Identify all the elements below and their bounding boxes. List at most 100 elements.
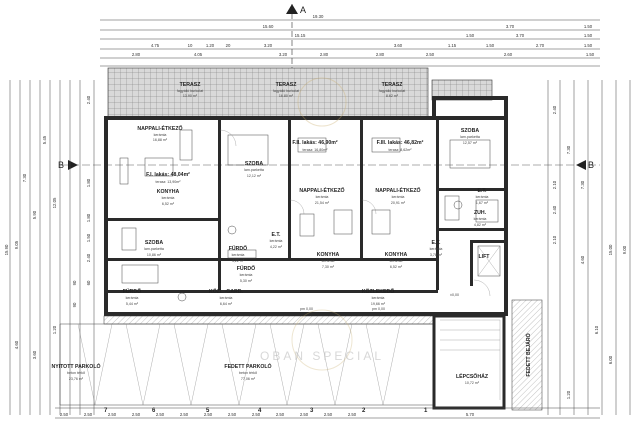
apartment-3-summary: F.III. lakás: 46,82m² terasz: 8,62m²: [377, 140, 424, 152]
dim-left-4: 2.40: [86, 253, 91, 262]
room-shower-3-name: ZUH.: [474, 210, 487, 216]
room-terrace-1: TERASZ fagyálló burkolat 13.90 m²: [177, 82, 203, 98]
room-bedroom-1-name: SZOBA: [245, 161, 263, 167]
room-bedroom-2-sub: lam.parketta: [144, 247, 164, 251]
terraces: [107, 67, 493, 119]
dim-bottom-5: 2.50: [180, 412, 189, 417]
room-bath-2-name: FÜRDŐ: [237, 265, 255, 272]
room-stairwell-area: 10,72 m²: [465, 381, 480, 385]
dim-right-10: 9.00: [622, 245, 627, 254]
apartment-1-name: F.I. lakás: 48,04m²: [146, 172, 190, 178]
dim-right-7: 6.10: [594, 325, 599, 334]
dim-bottom-13: 5.70: [466, 412, 475, 417]
dim-top-4-7: 1.50: [486, 43, 495, 48]
room-bedroom-2: SZOBA lam.parketta 10,86 m²: [144, 240, 164, 257]
room-bath-3-name: FÜRDŐ: [123, 288, 141, 295]
dim-top-overall: 19.30: [313, 14, 324, 19]
room-wc-2-name: E.T.: [272, 232, 281, 238]
dim-bottom-10: 2.50: [300, 412, 309, 417]
room-living-2-sub: kerámia: [316, 195, 329, 199]
room-living-2-name: NAPPALI-ÉTKEZŐ: [299, 186, 344, 194]
building-walls: [104, 96, 508, 316]
parking-area: [59, 299, 543, 411]
axis-marker-5: 5: [206, 408, 210, 414]
room-labels: TERASZ fagyálló burkolat 13.90 m² TERASZ…: [51, 82, 532, 385]
section-b-left-label: B: [58, 160, 64, 170]
dim-left-7: 90: [72, 302, 77, 307]
dim-top-5-7: 1.50: [586, 52, 595, 57]
dim-top-5-4: 2.80: [376, 52, 385, 57]
dim-top-5-0: 2.80: [132, 52, 141, 57]
section-marker-b: B B: [58, 160, 600, 170]
section-a-label: A: [300, 5, 306, 15]
room-kitchen-2: KONYHA kerámia 7,30 m²: [317, 252, 340, 269]
dim-top-3-3: 1.50: [584, 33, 593, 38]
room-wc-3-area: 1,67 m²: [476, 201, 489, 205]
room-living-3-area: 20,91 m²: [391, 201, 406, 205]
room-kitchen-2-sub: kerámia: [322, 259, 335, 263]
room-corridor-sub: kerámia: [372, 296, 385, 300]
level-pm2: pm 0,00: [372, 307, 385, 311]
room-hall-wardrobe-sub: kerámia: [220, 296, 233, 300]
dim-bottom-12: 2.50: [348, 412, 357, 417]
top-dimensions: 19.30 15.60 3.70 1.50 15.15 1.50 3.70 1.…: [100, 14, 600, 67]
room-corridor-name: KÖZLEKEDŐ: [362, 288, 395, 295]
room-bedroom-2-area: 10,86 m²: [147, 253, 162, 257]
dim-bottom-2: 2.50: [108, 412, 117, 417]
dim-top-4-0: 4.75: [151, 43, 160, 48]
apartment-3-name: F.III. lakás: 46,82m²: [377, 140, 424, 146]
dim-top-row5: 2.80 4.05 3.20 2.80 2.80 2.50 2.60 1.50: [132, 52, 595, 57]
room-shower-3-sub: kerámia: [474, 217, 487, 221]
watermark-logo-top: [297, 77, 347, 127]
room-terrace-1-name: TERASZ: [180, 82, 202, 88]
dim-top-4-1: 10: [188, 43, 193, 48]
room-bath-3-area: 5,44 m²: [126, 302, 139, 306]
room-wc-4-name: E.T.: [432, 240, 441, 246]
dim-left-3: 1.50: [86, 233, 91, 242]
room-lift: LIFT: [479, 254, 491, 260]
room-open-parking-name: NYITOTT PARKOLÓ: [51, 362, 100, 370]
dim-right-2: 2.40: [552, 205, 557, 214]
room-covered-parking-sub: beton térkő: [239, 371, 257, 375]
room-shower-3-area: 4,82 m²: [474, 223, 487, 227]
dim-right-1: 2.10: [552, 180, 557, 189]
dim-top-4-3: 20: [226, 43, 231, 48]
apartment-2-summary: F.II. lakás: 46,90m² terasz: 16,80m²: [292, 140, 338, 152]
room-wc-4: E.T. kerámia 3,78 m²: [430, 240, 443, 257]
room-kitchen-3-sub: kerámia: [390, 259, 403, 263]
room-living-1-name: NAPPALI-ÉTKEZŐ: [137, 124, 182, 132]
dim-bottom-7: 2.50: [228, 412, 237, 417]
axis-marker-2: 2: [362, 408, 366, 414]
dim-top-2-2: 1.50: [584, 24, 593, 29]
room-kitchen-2-name: KONYHA: [317, 252, 340, 258]
room-terrace-1-area: 13.90 m²: [183, 94, 198, 98]
room-corridor-area: 19,66 m²: [371, 302, 386, 306]
dim-bottom-6: 2.50: [204, 412, 213, 417]
room-kitchen-1-sub: kerámia: [162, 196, 175, 200]
dim-right-0: 2.40: [552, 105, 557, 114]
dim-right-8: 1.20: [566, 390, 571, 399]
dim-bottom-8: 2.50: [252, 412, 261, 417]
room-bedroom-3-name: SZOBA: [461, 128, 479, 134]
room-living-3: NAPPALI-ÉTKEZŐ kerámia 20,91 m²: [375, 186, 420, 205]
room-bedroom-3-area: 12,57 m²: [463, 141, 478, 145]
dim-top-4-6: 1.15: [448, 43, 457, 48]
dim-top-3-1: 1.50: [466, 33, 475, 38]
room-stairwell: LÉPCSŐHÁZ 10,72 m²: [456, 372, 489, 385]
dim-right-3: 7.30: [566, 145, 571, 154]
room-covered-parking-area: 77,06 m²: [241, 377, 256, 381]
room-wc-3-name: E.T.: [478, 188, 487, 194]
room-living-2-area: 21,54 m²: [315, 201, 330, 205]
room-hall-wardrobe: KÖZL.-GARD. kerámia 6,64 m²: [209, 288, 244, 306]
watermark: OBAN SPECIAL: [260, 77, 381, 371]
dim-bottom-3: 2.50: [132, 412, 141, 417]
room-kitchen-3-area: 6,52 m²: [390, 265, 403, 269]
dim-left-8: 12.05: [52, 197, 57, 208]
room-open-parking-sub: beton térkő: [67, 371, 85, 375]
dim-left-5: 60: [86, 280, 91, 285]
dim-bottom-4: 2.50: [156, 412, 165, 417]
apartment-1-terrace: terasz: 13,90m²: [156, 180, 182, 184]
dim-top-4-9: 1.50: [584, 43, 593, 48]
room-kitchen-1-area: 6,52 m²: [162, 202, 175, 206]
